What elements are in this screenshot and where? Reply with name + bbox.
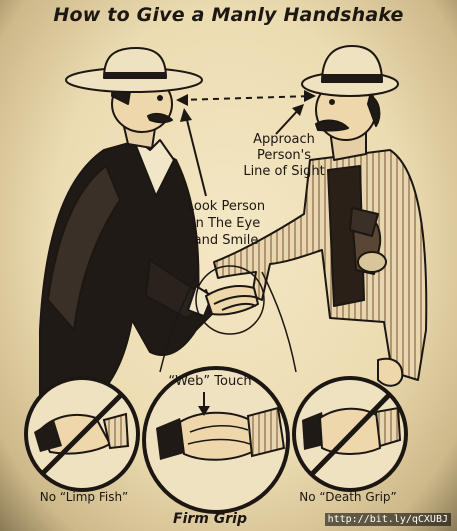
label-no-limp-fish: No “Limp Fish” [39,490,129,504]
no-limp-fish-icon [24,376,140,492]
left-man-figure [39,47,215,421]
label-line: and Smile [193,233,259,248]
label-line: In The Eye [191,216,261,231]
right-man-vest [327,165,365,307]
left-man-hat-band [104,72,166,78]
left-man-coat-light [47,165,121,331]
label-approach-line-of-sight: Approach Person's Line of Sight [228,132,340,180]
left-man-eye [157,95,163,101]
left-man-cuff [187,285,213,317]
label-no-death-grip: No “Death Grip” [299,490,397,504]
right-man-shirt [213,149,428,381]
pointer-arrows [180,104,304,197]
no-death-grip-icon [292,376,408,492]
label-line: Approach [253,132,315,147]
handshake-hands [205,285,259,316]
right-man-hair [367,95,381,127]
illustration-title: How to Give a Manly Handshake [53,4,404,26]
label-look-in-eye: Look Person In The Eye and Smile [168,198,284,249]
label-web-touch: “Web” Touch [168,374,252,389]
right-man-moustache [315,119,349,132]
label-line: Person's [256,148,312,163]
label-line: Look Person [186,199,266,214]
source-url-watermark: http://bit.ly/qCXUBJ [324,513,451,526]
left-man-moustache [147,112,173,124]
right-man-eye [329,99,335,105]
right-man-hand [377,357,404,387]
left-man-hat-crown [103,47,167,79]
sight-line-arrow [176,90,316,106]
label-line: Line of Sight [243,164,325,179]
right-man-revolver [349,207,379,237]
right-man-figure [213,45,428,387]
label-firm-grip: Firm Grip [173,511,247,527]
right-man-belt-buckle [357,251,387,273]
right-man-hat-crown [321,45,383,83]
callout-lines [159,265,297,373]
right-man-hat-band [322,74,382,82]
firm-grip-icon [142,366,290,514]
